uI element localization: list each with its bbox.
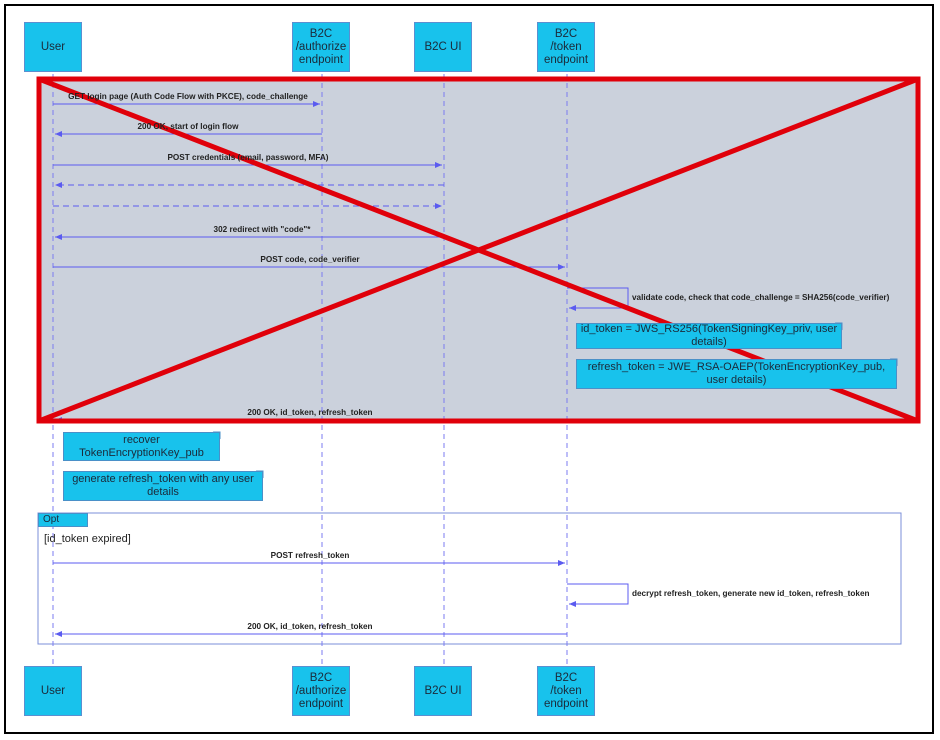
msg-validate-self (567, 287, 629, 311)
actor-authorize-bottom: B2C /authorize endpoint (292, 666, 350, 716)
msg-label: 200 OK, start of login flow (137, 122, 239, 131)
msg-label: POST code, code_verifier (260, 255, 360, 264)
msg-label: POST credentials (email, password, MFA) (167, 153, 329, 162)
opt-fragment-frame (37, 512, 902, 645)
red-cross-box (36, 76, 921, 424)
diagram-frame (4, 4, 934, 734)
msg-label: validate code, check that code_challenge… (632, 293, 890, 302)
msg-decrypt-self (567, 583, 629, 607)
note-generate-refresh: generate refresh_token with any user det… (63, 471, 263, 501)
actor-ui-bottom: B2C UI (414, 666, 472, 716)
note-id-token: id_token = JWS_RS256(TokenSigningKey_pri… (576, 323, 842, 349)
opt-condition: [id_token expired] (44, 533, 131, 545)
msg-label: 200 OK, id_token, refresh_token (247, 408, 373, 417)
note-refresh-token: refresh_token = JWE_RSA-OAEP(TokenEncryp… (576, 359, 897, 389)
msg-label: GET login page (Auth Code Flow with PKCE… (68, 92, 308, 101)
actor-token-bottom: B2C /token endpoint (537, 666, 595, 716)
actor-token-top: B2C /token endpoint (537, 22, 595, 72)
msg-label: 302 redirect with "code"* (213, 225, 311, 234)
msg-label: 200 OK, id_token, refresh_token (247, 622, 373, 631)
actor-user-bottom: User (24, 666, 82, 716)
opt-fragment-label: Opt (38, 513, 88, 527)
msg-label: POST refresh_token (270, 551, 350, 560)
red-cross-line (38, 76, 919, 424)
actor-ui-top: B2C UI (414, 22, 472, 72)
note-recover-key: recover TokenEncryptionKey_pub (63, 432, 220, 461)
actor-authorize-top: B2C /authorize endpoint (292, 22, 350, 72)
actor-user-top: User (24, 22, 82, 72)
msg-label: decrypt refresh_token, generate new id_t… (632, 589, 870, 598)
